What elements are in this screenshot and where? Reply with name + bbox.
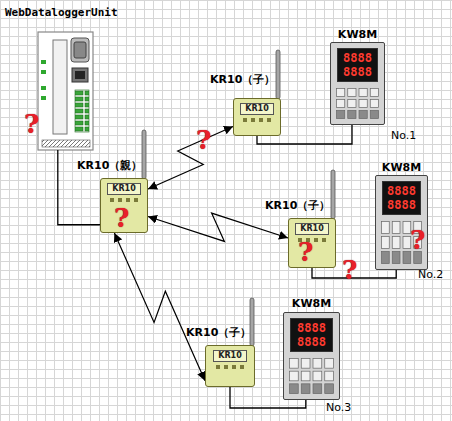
key <box>382 237 390 249</box>
question-mark: ? <box>410 226 425 254</box>
led <box>232 365 236 369</box>
led <box>243 118 247 122</box>
led <box>322 238 326 242</box>
key <box>290 359 299 369</box>
led <box>267 118 271 122</box>
led <box>314 238 318 242</box>
led-display: 88888888 <box>290 318 333 352</box>
display-digits: 8888 <box>291 321 332 335</box>
button-panel <box>288 357 335 395</box>
title: WebDataloggerUnit <box>5 6 118 19</box>
key <box>392 252 400 264</box>
key <box>382 252 390 264</box>
led <box>126 198 130 202</box>
key <box>301 371 310 381</box>
key <box>313 371 322 381</box>
display-digits: 8888 <box>338 51 377 65</box>
device-name: KW8M <box>338 28 377 41</box>
status-leds <box>214 364 246 370</box>
datalogger-unit <box>38 32 93 150</box>
led <box>240 365 244 369</box>
led <box>118 198 122 202</box>
model-label: KR10 <box>241 104 273 114</box>
display-digits: 8888 <box>383 184 420 198</box>
model-label: KR10 <box>214 351 246 361</box>
key <box>301 359 310 369</box>
status-leds <box>241 117 273 123</box>
model-plate: KR10 <box>295 223 329 235</box>
question-mark: ? <box>24 110 39 138</box>
device-name: KR10（子） <box>265 199 330 212</box>
question-mark: ? <box>114 204 129 232</box>
device-name: KW8M <box>382 161 421 174</box>
key <box>348 100 356 108</box>
question-mark: ? <box>196 126 211 154</box>
unit-number: No.1 <box>391 129 416 142</box>
led <box>251 118 255 122</box>
key <box>392 222 400 234</box>
key <box>325 384 334 394</box>
question-mark: ? <box>342 256 357 284</box>
unit-number: No.3 <box>326 401 351 414</box>
button-panel <box>335 87 380 120</box>
device-name: KW8M <box>292 297 331 310</box>
key <box>348 89 356 97</box>
key <box>382 222 390 234</box>
key <box>359 89 367 97</box>
device-name: KR10（子） <box>186 326 251 339</box>
model-plate: KR10 <box>240 103 274 115</box>
key <box>290 384 299 394</box>
led <box>224 365 228 369</box>
key <box>392 237 400 249</box>
key <box>337 111 345 119</box>
display-digits: 8888 <box>338 65 377 79</box>
display-digits: 8888 <box>383 198 420 212</box>
key <box>403 237 411 249</box>
question-mark: ? <box>298 238 313 266</box>
radio-unit: KR10KR10（子） <box>233 98 281 136</box>
led-display: 88888888 <box>382 181 421 215</box>
key <box>325 359 334 369</box>
display-digits: 8888 <box>291 335 332 349</box>
model-label: KR10 <box>108 184 140 194</box>
datalogger-unit: WebDataloggerUnit <box>38 32 93 150</box>
key <box>290 371 299 381</box>
key <box>403 222 411 234</box>
key <box>370 89 378 97</box>
radio-link <box>148 213 288 241</box>
key <box>313 384 322 394</box>
device-name: KR10（親） <box>77 159 142 172</box>
led <box>259 118 263 122</box>
key <box>359 111 367 119</box>
antenna <box>142 50 335 346</box>
controller-unit: 88888888KW8MNo.1 <box>330 42 385 125</box>
key <box>337 100 345 108</box>
device-name: KR10（子） <box>210 73 275 86</box>
led <box>216 365 220 369</box>
model-plate: KR10 <box>213 350 247 362</box>
key <box>313 359 322 369</box>
unit-number: No.2 <box>418 268 443 281</box>
radio-link <box>148 127 233 190</box>
key <box>301 384 310 394</box>
controller-unit: 88888888KW8MNo.2 <box>375 175 428 270</box>
key <box>370 100 378 108</box>
radio-link <box>114 233 205 381</box>
key <box>337 89 345 97</box>
led <box>110 198 114 202</box>
led-display: 88888888 <box>337 48 378 82</box>
key <box>348 111 356 119</box>
key <box>359 100 367 108</box>
status-leds <box>108 197 140 203</box>
key <box>403 252 411 264</box>
controller-unit: 88888888KW8MNo.3 <box>283 312 340 400</box>
key <box>370 111 378 119</box>
key <box>325 371 334 381</box>
led <box>134 198 138 202</box>
radio-unit: KR10KR10（子） <box>205 345 255 387</box>
model-plate: KR10 <box>107 183 141 195</box>
model-label: KR10 <box>296 224 328 234</box>
